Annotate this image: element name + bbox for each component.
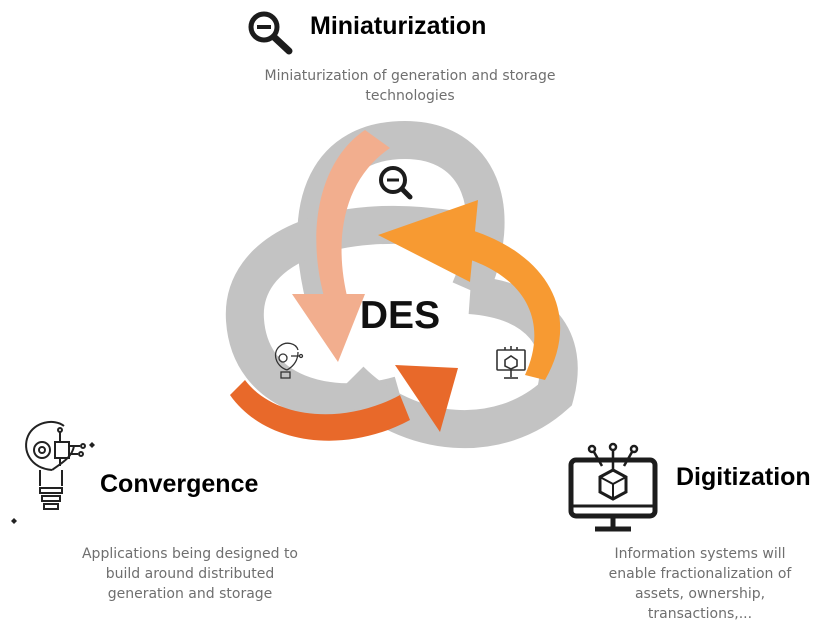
- miniaturization-title: Miniaturization: [310, 12, 487, 40]
- miniaturization-description: Miniaturization of generation and storag…: [180, 66, 640, 106]
- convergence-title: Convergence: [100, 470, 259, 498]
- gray-ring-left-loop: [225, 205, 458, 422]
- digitization-title: Digitization: [676, 463, 811, 491]
- convergence-description-line: build around distributed: [105, 566, 275, 582]
- lightbulb-circuit-icon-small: [274, 342, 304, 379]
- monitor-cube-network-icon: [568, 442, 658, 532]
- gray-ring: [225, 120, 578, 449]
- sparkle-icon: [11, 442, 95, 524]
- digitization-description-line: enable fractionalization of: [608, 566, 792, 582]
- digitization-description-line: transactions,...: [647, 606, 753, 622]
- miniaturization-description-line: Miniaturization of generation and storag…: [264, 68, 556, 84]
- convergence-description-line: Applications being designed to: [81, 546, 298, 562]
- convergence-description-line: generation and storage: [107, 586, 273, 602]
- digitization-description-line: Information systems will: [614, 546, 786, 562]
- convergence-description: Applications being designed to build aro…: [40, 544, 340, 604]
- digitization-description-line: assets, ownership,: [634, 586, 766, 602]
- lightbulb-circuit-icon: [25, 420, 86, 510]
- zoom-out-magnifier-icon: [248, 11, 293, 55]
- arrow-convergence-right: [230, 365, 458, 441]
- center-label: DES: [360, 294, 440, 337]
- digitization-description: Information systems will enable fraction…: [580, 544, 820, 624]
- zoom-out-icon-small: [379, 166, 413, 200]
- monitor-cube-icon-small: [496, 346, 526, 379]
- arrow-digitization-up: [378, 200, 561, 380]
- miniaturization-description-line: technologies: [365, 88, 455, 104]
- arrow-miniaturization-down: [292, 130, 390, 362]
